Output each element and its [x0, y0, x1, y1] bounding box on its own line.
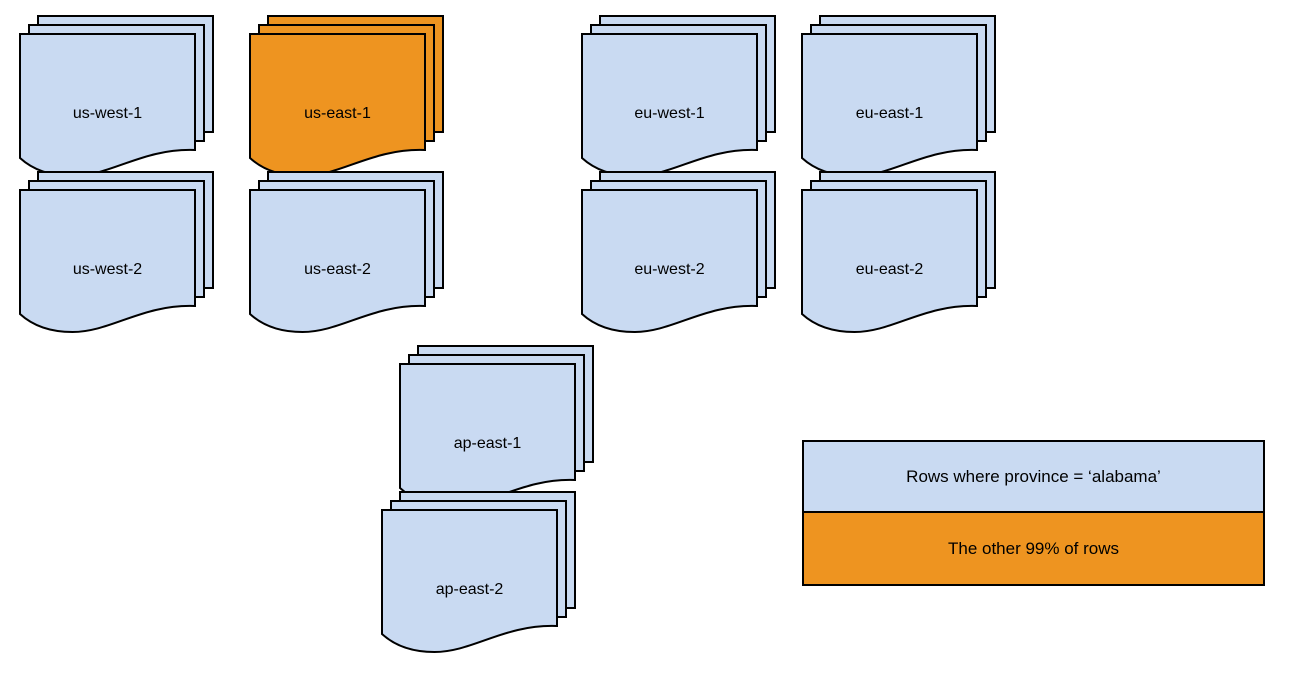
- document-stack-shape-eu-east-1: [801, 15, 996, 178]
- document-stack-eu-west-2[interactable]: eu-west-2: [580, 170, 777, 338]
- document-sheet-front-eu-east-2: [801, 189, 978, 334]
- document-sheet-front-eu-west-2: [581, 189, 758, 334]
- document-stack-shape-ap-east-1: [399, 345, 594, 508]
- document-sheet-front-us-east-2: [249, 189, 426, 334]
- document-stack-us-west-1[interactable]: us-west-1: [18, 14, 215, 182]
- document-sheet-front-us-west-1: [19, 33, 196, 178]
- legend-label-legend-selected: Rows where province = ‘alabama’: [906, 466, 1161, 486]
- document-stack-eu-east-1[interactable]: eu-east-1: [800, 14, 997, 182]
- document-sheet-front-ap-east-1: [399, 363, 576, 508]
- document-stack-us-east-2[interactable]: us-east-2: [248, 170, 445, 338]
- document-stack-ap-east-2[interactable]: ap-east-2: [380, 490, 577, 658]
- document-sheet-front-us-east-1: [249, 33, 426, 178]
- legend-label-legend-other: The other 99% of rows: [947, 538, 1120, 558]
- document-stack-shape-us-east-1: [249, 15, 444, 178]
- legend: Rows where province = ‘alabama’ The other…: [802, 440, 1265, 586]
- legend-row-legend-selected: Rows where province = ‘alabama’: [804, 442, 1263, 513]
- document-stack-eu-east-2[interactable]: eu-east-2: [800, 170, 997, 338]
- document-stack-us-east-1[interactable]: us-east-1: [248, 14, 445, 182]
- document-stack-shape-us-east-2: [249, 171, 444, 334]
- document-stack-shape-ap-east-2: [381, 491, 576, 654]
- document-stack-eu-west-1[interactable]: eu-west-1: [580, 14, 777, 182]
- document-stack-shape-us-west-2: [19, 171, 214, 334]
- document-sheet-front-eu-west-1: [581, 33, 758, 178]
- document-stack-shape-us-west-1: [19, 15, 214, 178]
- document-stack-shape-eu-west-1: [581, 15, 776, 178]
- document-stack-shape-eu-west-2: [581, 171, 776, 334]
- document-sheet-front-us-west-2: [19, 189, 196, 334]
- document-sheet-front-ap-east-2: [381, 509, 558, 654]
- document-stack-us-west-2[interactable]: us-west-2: [18, 170, 215, 338]
- document-stack-shape-eu-east-2: [801, 171, 996, 334]
- legend-row-legend-other: The other 99% of rows: [804, 513, 1263, 584]
- document-sheet-front-eu-east-1: [801, 33, 978, 178]
- document-stack-ap-east-1[interactable]: ap-east-1: [398, 344, 595, 512]
